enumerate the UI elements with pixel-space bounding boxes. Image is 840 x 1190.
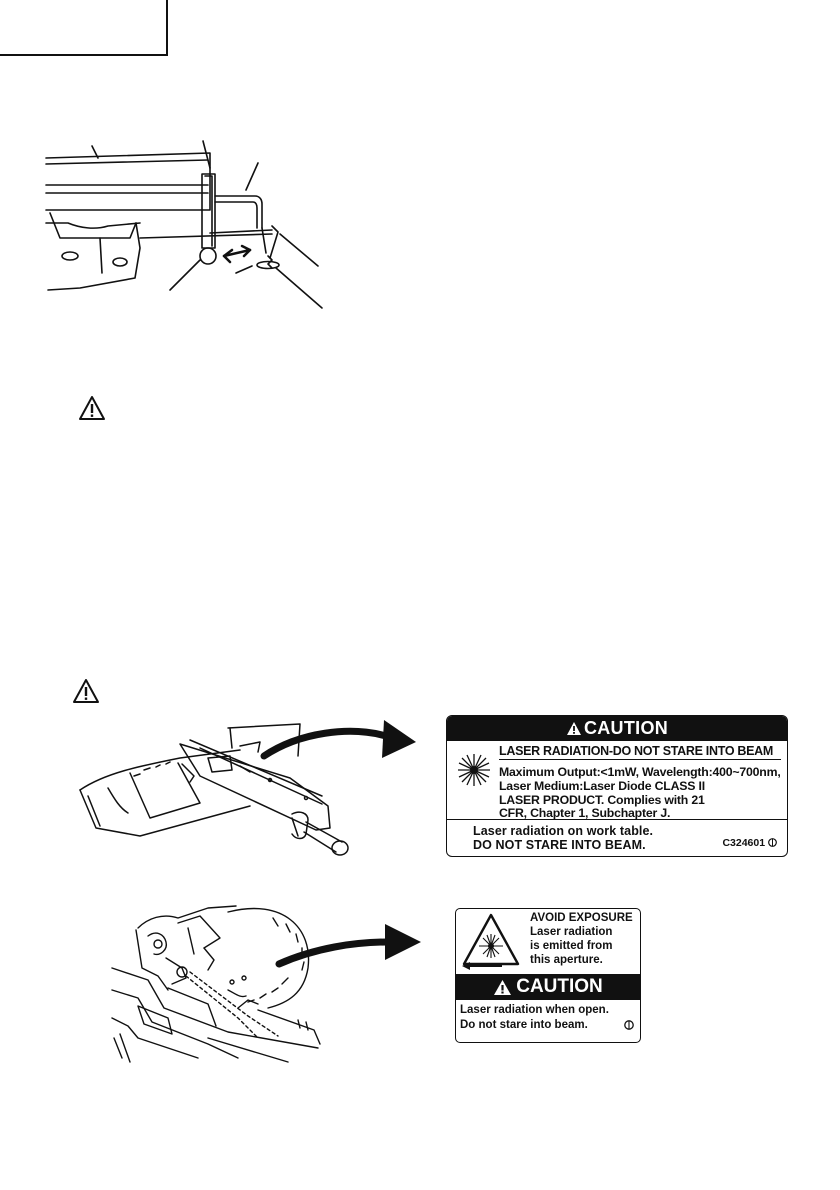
registration-mark-icon [624,1020,634,1030]
arrow-right-icon [275,912,425,974]
caution-header-text: CAUTION [583,718,669,738]
laser-starburst-icon [457,753,491,787]
avoid-line: Laser radiation [530,926,613,938]
footer-line: DO NOT STARE INTO BEAM. [473,838,646,852]
aperture-label-footer: Laser radiation when open. Do not stare … [456,1000,640,1033]
laser-label-title: LASER RADIATION-DO NOT STARE INTO BEAM [499,744,781,760]
footer-line: Laser radiation on work table. [473,824,654,838]
arrow-right-icon [260,712,420,782]
vise-clamp-illustration [40,138,340,313]
saw-table-laser-illustration [60,718,360,863]
avoid-line: this aperture. [530,954,603,966]
caution-triangle-icon [566,722,581,735]
page-corner-tab [0,0,168,56]
aperture-arrow-icon [460,961,504,971]
label-code: C324601 [722,837,777,849]
avoid-line: is emitted from [530,940,613,952]
registration-mark-icon [768,838,777,847]
label-code-text: C324601 [722,837,766,849]
caution-header: CAUTION [456,974,640,1000]
spec-line: Laser Medium:Laser Diode CLASS II [499,778,705,793]
footer-line: Do not stare into beam. [460,1019,588,1031]
caution-triangle-icon [494,979,512,995]
laser-label-spec: Maximum Output:<1mW, Wavelength:400~700n… [499,765,781,821]
caution-header: CAUTION [447,716,787,741]
laser-warning-triangle-icon [461,912,521,968]
laser-aperture-caution-label: AVOID EXPOSURE Laser radiation is emitte… [455,908,641,1043]
avoid-line: AVOID EXPOSURE [530,912,633,924]
spec-line: CFR, Chapter 1, Subchapter J. [499,806,671,821]
laser-caution-label-table: CAUTION LASER RADIATION-DO NOT STARE INT… [446,715,788,857]
footer-line: Laser radiation when open. [460,1004,609,1016]
laser-label-footer: Laser radiation on work table. DO NOT ST… [473,824,653,852]
warning-triangle-icon [78,395,106,421]
warning-triangle-icon [72,678,100,704]
spec-line: LASER PRODUCT. Complies with 21 [499,792,705,807]
avoid-exposure-text: AVOID EXPOSURE Laser radiation is emitte… [530,911,633,967]
caution-header-text: CAUTION [516,976,603,997]
saw-head-laser-aperture-illustration [108,898,323,1066]
spec-line: Maximum Output:<1mW, Wavelength:400~700n… [499,765,781,779]
